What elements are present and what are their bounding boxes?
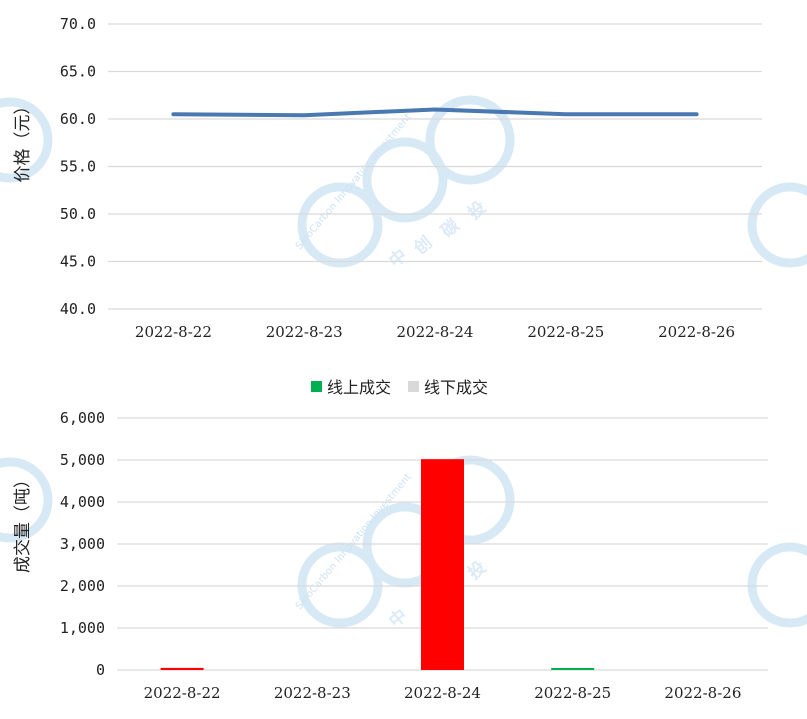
price-y-tick-label: 40.0 bbox=[60, 300, 96, 318]
price-gridlines bbox=[108, 23, 762, 310]
price-y-tick-label: 50.0 bbox=[60, 205, 96, 223]
legend-swatch-offline bbox=[408, 381, 419, 392]
price-x-tick-label: 2022-8-23 bbox=[266, 323, 343, 341]
price-x-tick-label: 2022-8-25 bbox=[527, 323, 604, 341]
volume-y-tick-label: 6,000 bbox=[60, 409, 105, 427]
watermark-circle-4 bbox=[747, 182, 807, 268]
price-y-tick-label: 70.0 bbox=[60, 15, 96, 33]
watermark-circle-5 bbox=[0, 97, 53, 183]
watermark-circle-6 bbox=[297, 542, 383, 628]
watermark-text-cn-4: 投 bbox=[464, 197, 491, 224]
price-y-ticks: 40.0 45.0 50.0 55.0 60.0 65.0 70.0 bbox=[60, 15, 96, 318]
watermark-text-cn-1: 中 bbox=[385, 245, 412, 272]
volume-y-tick-label: 5,000 bbox=[60, 451, 105, 469]
price-x-ticks: 2022-8-22 2022-8-23 2022-8-24 2022-8-25 2022… bbox=[135, 323, 735, 341]
volume-bar bbox=[160, 667, 204, 670]
volume-bars bbox=[160, 459, 595, 670]
volume-x-tick-label: 2022-8-23 bbox=[274, 684, 351, 702]
volume-y-tick-label: 0 bbox=[96, 661, 105, 679]
price-y-tick-label: 60.0 bbox=[60, 110, 96, 128]
volume-x-tick-label: 2022-8-22 bbox=[144, 684, 221, 702]
watermark-text-en-2: SinoCarbon Innovation Investment bbox=[294, 472, 414, 612]
price-y-tick-label: 65.0 bbox=[60, 63, 96, 81]
volume-x-tick-label: 2022-8-24 bbox=[404, 684, 481, 702]
price-y-axis-label: 价格（元） bbox=[13, 98, 33, 183]
watermark-text-cn-6: 投 bbox=[464, 557, 491, 584]
watermark-circle-3 bbox=[425, 95, 515, 185]
watermark-text-en-1: SinoCarbon Innovation Investment bbox=[294, 112, 414, 252]
volume-y-tick-label: 3,000 bbox=[60, 535, 105, 553]
watermark-text-cn-3: 碳 bbox=[437, 214, 464, 242]
watermark-logos: SinoCarbon Innovation Investment SinoCar… bbox=[0, 95, 807, 632]
volume-y-tick-label: 1,000 bbox=[60, 619, 105, 637]
watermark-circle-1 bbox=[297, 182, 383, 268]
price-x-tick-label: 2022-8-26 bbox=[658, 323, 735, 341]
watermark-circle-2 bbox=[362, 137, 448, 223]
watermark-circle-10 bbox=[0, 457, 53, 543]
volume-y-ticks: 0 1,000 2,000 3,000 4,000 5,000 6,000 bbox=[60, 409, 105, 679]
legend-label-offline: 线下成交 bbox=[424, 378, 488, 397]
volume-y-tick-label: 4,000 bbox=[60, 493, 105, 511]
watermark-text-cn-2: 创 bbox=[409, 232, 436, 260]
price-x-tick-label: 2022-8-24 bbox=[397, 323, 474, 341]
watermark-circle-9 bbox=[747, 542, 807, 628]
price-y-tick-label: 45.0 bbox=[60, 253, 96, 271]
price-series bbox=[171, 107, 699, 118]
volume-bar bbox=[551, 668, 595, 670]
volume-y-axis-label: 成交量（吨） bbox=[13, 471, 33, 573]
volume-x-tick-label: 2022-8-26 bbox=[664, 684, 741, 702]
volume-bar-chart: 线上成交 线下成交 0 1,000 2,000 3,000 4,000 5,000 6,00… bbox=[13, 378, 768, 702]
volume-bar bbox=[421, 459, 464, 670]
legend-label-online: 线上成交 bbox=[327, 378, 391, 397]
volume-x-tick-label: 2022-8-25 bbox=[534, 684, 611, 702]
volume-legend: 线上成交 线下成交 bbox=[311, 378, 488, 397]
price-x-tick-label: 2022-8-22 bbox=[135, 323, 212, 341]
volume-x-ticks: 2022-8-22 2022-8-23 2022-8-24 2022-8-25 2022… bbox=[144, 684, 742, 702]
volume-y-tick-label: 2,000 bbox=[60, 577, 105, 595]
price-y-tick-label: 55.0 bbox=[60, 158, 96, 176]
legend-swatch-online bbox=[311, 381, 322, 392]
